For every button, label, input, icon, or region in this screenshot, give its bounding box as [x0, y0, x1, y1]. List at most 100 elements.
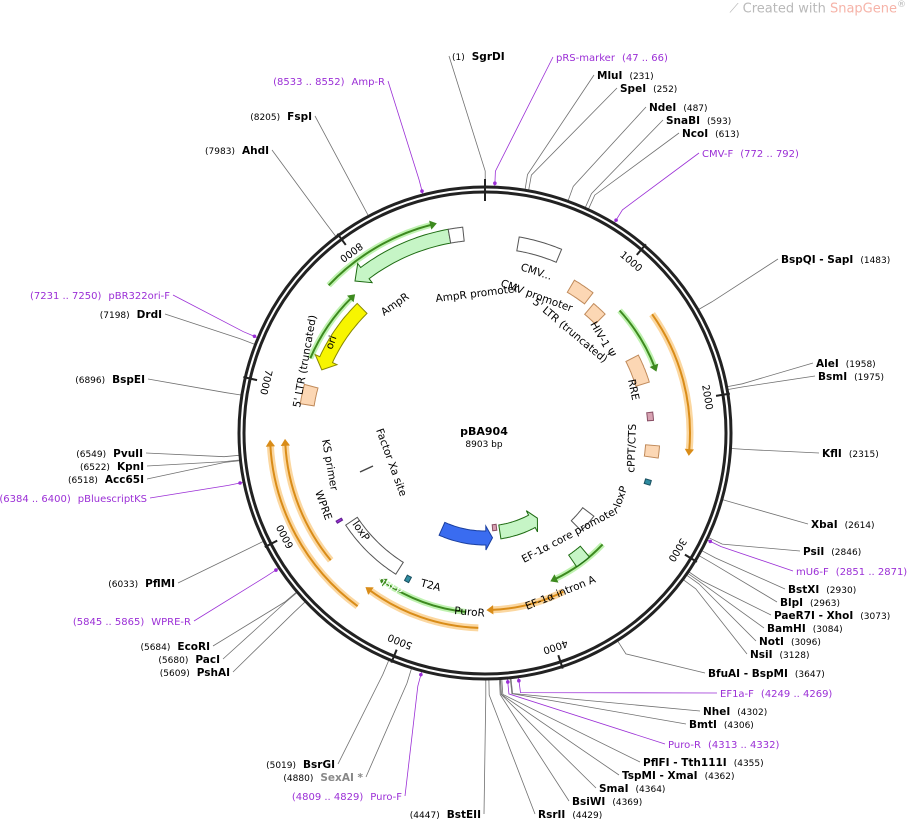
site-leader-line	[722, 499, 809, 525]
label-name: RsrII	[538, 809, 565, 821]
band-arrowhead	[347, 294, 356, 303]
site-label: (5019) BsrGI	[266, 759, 335, 771]
label-name: BsiWI	[572, 796, 605, 808]
label-position: (6384 .. 6400)	[0, 494, 71, 505]
site-label: BmtI (4306)	[689, 719, 754, 731]
primer-marker	[274, 568, 278, 572]
site-leader-line	[448, 55, 486, 186]
site-leader-line	[501, 679, 641, 763]
label-name: Puro-F	[370, 792, 402, 803]
label-position: (231)	[629, 72, 653, 82]
label-position: (3073)	[860, 612, 890, 622]
label-position: (5845 .. 5865)	[73, 617, 145, 628]
band-orange	[368, 589, 479, 629]
primer-leader-line	[193, 568, 279, 622]
site-label: NotI(3096)	[759, 636, 821, 648]
site-label: (5684)EcoRI	[140, 641, 210, 653]
label-position: (1483)	[860, 256, 890, 266]
site-leader-line	[688, 571, 772, 616]
label-name: PvuII	[113, 448, 143, 460]
label-position: (613)	[715, 130, 739, 140]
label-position: (4362)	[705, 772, 735, 782]
primer-leader-line	[518, 677, 718, 694]
site-label: KflI(2315)	[822, 448, 879, 460]
primer-marker	[517, 678, 521, 683]
site-label: RsrII(4429)	[538, 809, 602, 821]
feature-label-t2a: T2A	[418, 577, 442, 594]
label-position: (3084)	[813, 625, 843, 635]
site-leader-line	[147, 378, 241, 396]
site-leader-line	[727, 362, 814, 387]
plasmid-name: pBA904	[460, 425, 508, 438]
site-label: PaeR7I - XhoI(3073)	[774, 610, 890, 622]
label-position: (2846)	[831, 548, 861, 558]
band-orange	[651, 313, 691, 452]
site-label: TspMI - XmaI(4362)	[622, 770, 735, 782]
label-name: PsiI	[803, 546, 824, 558]
site-label: BlpI(2963)	[780, 597, 840, 609]
snapgene-logo-icon: ⟋	[729, 1, 743, 17]
label-position: (2614)	[845, 521, 875, 531]
site-label: (5609) PshAI	[160, 667, 230, 679]
label-name: BsrGI	[303, 759, 335, 771]
site-label: (6549)PvuII	[76, 448, 143, 460]
label-name: SgrDI	[472, 51, 505, 63]
site-leader-line	[483, 680, 487, 815]
site-label: BspQI - SapI (1483)	[781, 254, 890, 266]
site-leader-line	[177, 541, 264, 584]
site-leader-line	[528, 87, 618, 190]
site-leader-line	[365, 668, 412, 778]
primer-leader-line	[494, 56, 554, 187]
label-name: XbaI	[811, 519, 838, 531]
site-leader-line	[146, 459, 240, 467]
site-label: SpeI(252)	[620, 83, 677, 95]
label-name: DrdI	[137, 309, 162, 321]
label-name: NsiI	[750, 649, 773, 661]
primer-label: EF1a-F(4249 .. 4269)	[720, 689, 832, 700]
label-position: (5609)	[160, 669, 190, 679]
feature-shape	[643, 478, 652, 486]
label-name: SmaI	[599, 783, 629, 795]
band-arrowhead	[365, 587, 374, 595]
label-position: (4364)	[636, 785, 666, 795]
primer-leader-line	[172, 294, 258, 338]
site-leader-line	[499, 679, 570, 802]
site-label: BsmI(1975)	[818, 371, 884, 383]
leader-lines-layer	[145, 55, 820, 815]
label-position: (3647)	[795, 670, 825, 680]
site-label: (6518)Acc65I	[68, 474, 144, 486]
label-name: FspI	[287, 111, 312, 123]
label-name: NheI	[703, 706, 730, 718]
label-name: BlpI	[780, 597, 803, 609]
primer-label: pRS-marker(47 .. 66)	[556, 53, 668, 64]
primer-marker	[708, 539, 713, 544]
label-position: (4447)	[410, 811, 440, 821]
label-name: WPRE-R	[151, 617, 191, 628]
band-arrowhead	[280, 438, 291, 446]
label-name: BspQI - SapI	[781, 254, 853, 266]
watermark-brand: SnapGene	[829, 1, 897, 17]
label-name: SnaBI	[666, 115, 700, 127]
ruler-tick	[557, 654, 564, 669]
label-position: (4313 .. 4332)	[708, 740, 780, 751]
label-name: KpnI	[117, 461, 144, 473]
label-position: (4306)	[724, 721, 754, 731]
label-name: PshAI	[197, 667, 230, 679]
label-name: AhdI	[242, 145, 269, 157]
label-name: Amp-R	[352, 77, 386, 88]
label-position: (2851 .. 2871)	[836, 567, 908, 578]
label-position: (5019)	[266, 761, 296, 771]
feature-label-ampr-promoter: AmpR promoter	[435, 283, 520, 305]
site-leader-line	[731, 448, 820, 454]
feature-shape	[438, 521, 494, 551]
site-leader-line	[212, 591, 297, 647]
label-name: AleI	[816, 358, 839, 370]
site-leader-line	[164, 313, 255, 345]
site-leader-line	[222, 592, 297, 660]
label-position: (4880)	[283, 774, 313, 784]
site-leader-line	[337, 660, 390, 765]
watermark-prefix: Created with	[742, 1, 830, 17]
label-name: BmtI	[689, 719, 717, 731]
band-green	[618, 309, 656, 368]
ruler-tick	[715, 392, 731, 397]
